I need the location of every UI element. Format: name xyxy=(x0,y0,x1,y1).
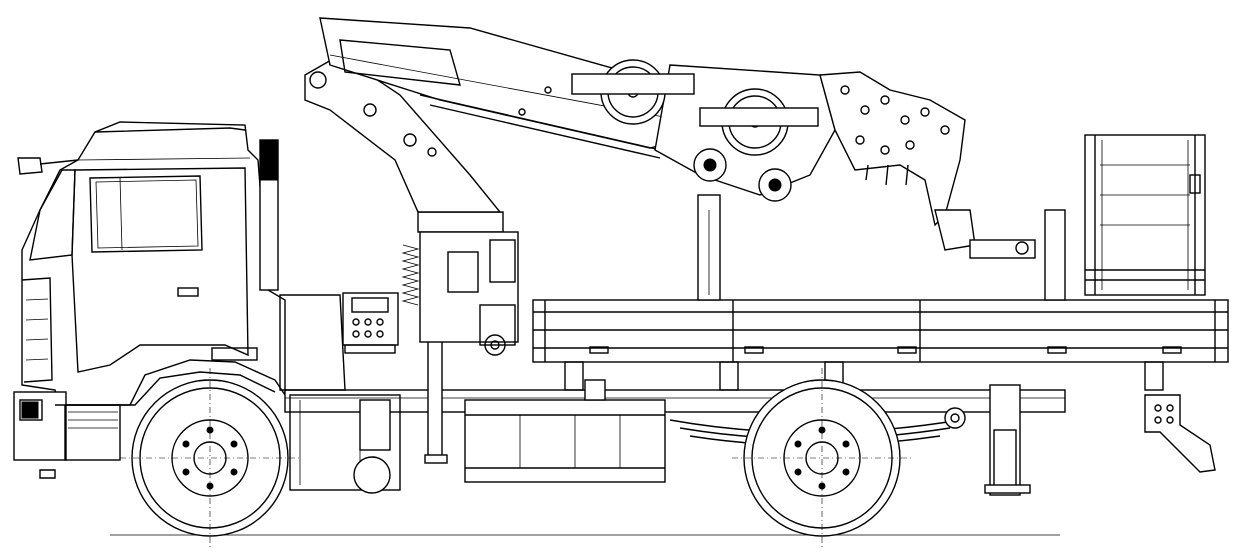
front-wheel xyxy=(120,368,300,548)
fuel-tank xyxy=(464,379,666,483)
rear-outrigger xyxy=(984,384,1216,496)
boom-support-column xyxy=(697,194,721,301)
crane-turret xyxy=(401,211,519,356)
crane-boom-upper xyxy=(571,59,836,202)
rear-wheel xyxy=(732,368,912,548)
exhaust-stack xyxy=(259,139,279,291)
cargo-bed xyxy=(532,299,1229,391)
truck-cab xyxy=(13,121,286,479)
control-panel xyxy=(342,292,399,354)
side-toolbox xyxy=(353,399,391,494)
platform-basket xyxy=(1044,134,1206,301)
crane-jib xyxy=(819,71,1036,259)
